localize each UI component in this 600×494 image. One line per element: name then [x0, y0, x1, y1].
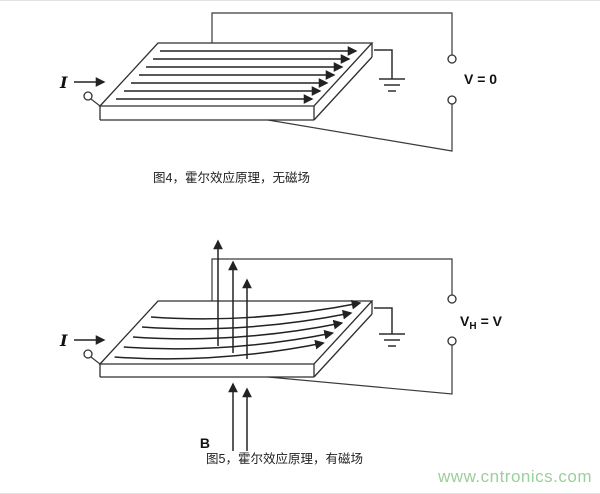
voltmeter-wiring	[211, 258, 453, 395]
voltmeter-terminal-top	[447, 294, 457, 304]
current-label: I	[59, 73, 68, 92]
ground-icon	[374, 307, 405, 347]
voltmeter-wiring	[211, 12, 453, 152]
current-flow-arrows	[116, 46, 358, 104]
figure4-no-field-diagram: I V = 0	[59, 12, 497, 152]
input-terminal	[83, 91, 93, 101]
magnetic-field-arrows: B	[200, 239, 252, 451]
current-label: I	[59, 331, 68, 350]
watermark-url: www.cntronics.com	[438, 467, 592, 486]
field-label: B	[200, 435, 210, 451]
voltmeter-terminal-bottom	[447, 336, 457, 346]
hall-voltage-label: VH= V	[460, 313, 503, 332]
voltmeter-terminal-bottom	[447, 95, 457, 105]
voltage-label: V = 0	[464, 71, 497, 87]
deflected-current-arrows	[114, 299, 362, 360]
current-input: I	[59, 331, 106, 365]
figure5-with-field-diagram: B I VH= V	[59, 239, 503, 451]
semiconductor-plate	[98, 42, 374, 121]
ground-icon	[374, 49, 405, 92]
input-terminal	[83, 349, 93, 359]
current-input: I	[59, 73, 106, 107]
voltmeter-terminal-top	[447, 54, 457, 64]
figure5-caption: 图5，霍尔效应原理，有磁场	[206, 452, 363, 466]
semiconductor-plate	[98, 300, 374, 378]
figure4-caption: 图4，霍尔效应原理，无磁场	[153, 171, 310, 185]
